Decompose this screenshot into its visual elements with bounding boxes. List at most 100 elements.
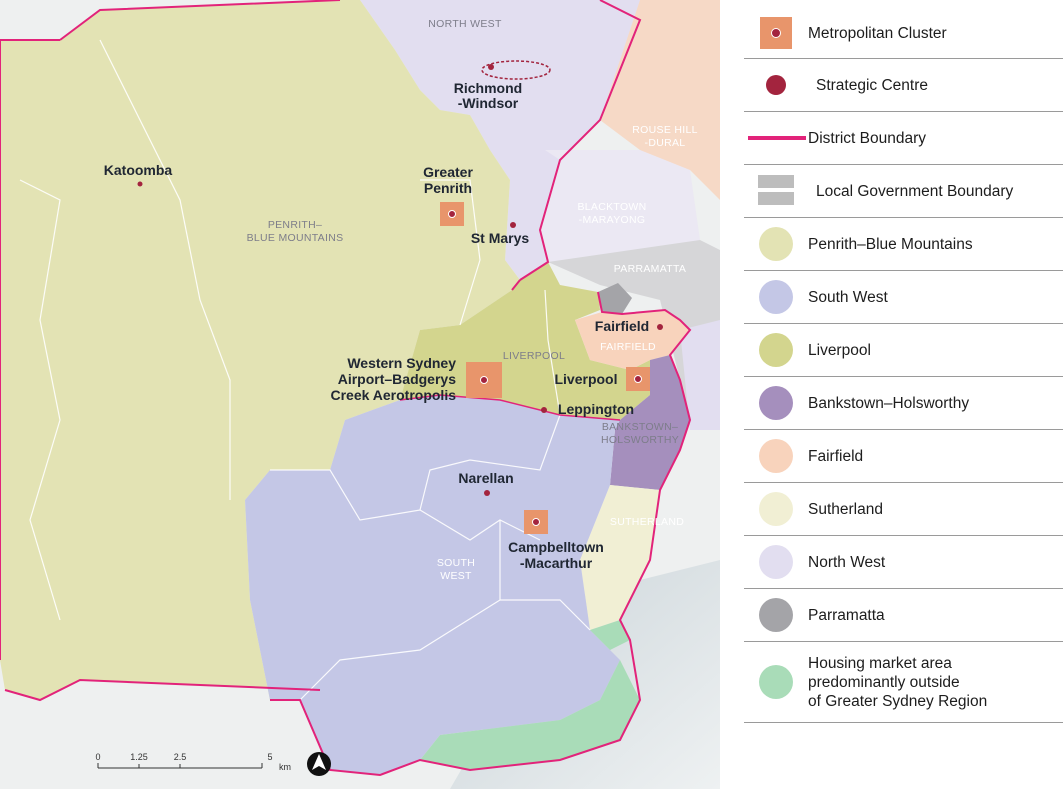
legend-label: South West bbox=[808, 288, 888, 306]
centre-dot-leppington[interactable] bbox=[541, 407, 547, 413]
legend-item-housing-market-area: Housing market area predominantly outsid… bbox=[744, 642, 1063, 723]
metro-cluster-aerotropolis[interactable] bbox=[466, 362, 502, 398]
parramatta-district bbox=[598, 283, 632, 314]
legend-label-multiline: Housing market area predominantly outsid… bbox=[808, 654, 987, 711]
scale-tick-1: 1.25 bbox=[130, 752, 148, 762]
place-label-windsor: -Windsor bbox=[458, 95, 519, 111]
swatch-circle-icon bbox=[759, 598, 793, 632]
region-label-blacktown: BLACKTOWN bbox=[577, 201, 646, 213]
place-label-katoomba: Katoomba bbox=[104, 162, 173, 178]
centre-dot-katoomba[interactable] bbox=[137, 181, 143, 187]
housing-market-area bbox=[420, 660, 640, 770]
legend-label-line: predominantly outside bbox=[808, 673, 960, 691]
legend-label: Liverpool bbox=[808, 341, 871, 359]
blacktown-area bbox=[540, 150, 700, 265]
region-label-rouse-hill: ROUSE HILL bbox=[632, 124, 697, 136]
centre-dot-fairfield[interactable] bbox=[657, 324, 663, 330]
south-west-district bbox=[245, 395, 620, 775]
rouse-hill-area bbox=[600, 0, 720, 200]
legend-label: Parramatta bbox=[808, 606, 885, 624]
district-map[interactable]: NORTH WEST ROUSE HILL -DURAL BLACKTOWN -… bbox=[0, 0, 720, 789]
region-label-liverpool: LIVERPOOL bbox=[503, 350, 565, 362]
region-label-bankstown: BANKSTOWN– bbox=[602, 421, 678, 433]
place-label-western-sydney: Western Sydney bbox=[347, 355, 456, 371]
region-label-blacktown-2: -MARAYONG bbox=[579, 214, 646, 226]
penrith-blue-mountains-district bbox=[0, 0, 520, 700]
legend-label: Local Government Boundary bbox=[816, 182, 1014, 200]
east-area bbox=[680, 320, 720, 430]
region-label-penrith: PENRITH– bbox=[268, 219, 322, 231]
scale-tick-3: 5 bbox=[267, 752, 272, 762]
swatch-circle-icon bbox=[759, 227, 793, 261]
legend-label-line: of Greater Sydney Region bbox=[808, 692, 988, 710]
place-label-airport-badgerys: Airport–Badgerys bbox=[338, 371, 456, 387]
district-boundary-line-icon bbox=[748, 136, 806, 140]
place-label-narellan: Narellan bbox=[458, 470, 513, 486]
metro-cluster-campbelltown[interactable] bbox=[524, 510, 548, 534]
legend-label: Metropolitan Cluster bbox=[808, 24, 947, 42]
swatch-circle-icon bbox=[759, 280, 793, 314]
map-legend: Metropolitan Cluster Strategic Centre Di… bbox=[744, 8, 1063, 723]
centre-dot-narellan[interactable] bbox=[484, 490, 490, 496]
legend-label: Penrith–Blue Mountains bbox=[808, 235, 973, 253]
place-label-macarthur: -Macarthur bbox=[520, 555, 593, 571]
legend-item-penrith-blue-mountains: Penrith–Blue Mountains bbox=[744, 218, 1063, 271]
scale-tick-0: 0 bbox=[95, 752, 100, 762]
region-label-south-west: SOUTH bbox=[437, 557, 475, 569]
legend-item-metropolitan-cluster: Metropolitan Cluster bbox=[744, 8, 1063, 59]
legend-item-strategic-centre: Strategic Centre bbox=[744, 59, 1063, 112]
scale-unit: km bbox=[279, 762, 291, 772]
metro-cluster-penrith[interactable] bbox=[440, 202, 464, 226]
legend-label: North West bbox=[808, 553, 886, 571]
swatch-circle-icon bbox=[759, 665, 793, 699]
legend-item-south-west: South West bbox=[744, 271, 1063, 324]
legend-label: Fairfield bbox=[808, 447, 864, 465]
swatch-circle-icon bbox=[759, 386, 793, 420]
place-label-creek-aerotropolis: Creek Aerotropolis bbox=[330, 387, 456, 403]
strategic-centre-dot-icon bbox=[766, 75, 786, 95]
legend-item-liverpool: Liverpool bbox=[744, 324, 1063, 377]
region-label-rouse-hill-2: -DURAL bbox=[645, 137, 686, 149]
legend-item-parramatta: Parramatta bbox=[744, 589, 1063, 642]
parramatta-outer bbox=[548, 240, 720, 420]
legend-label-line: Housing market area bbox=[808, 654, 952, 672]
centre-dot-st-marys[interactable] bbox=[510, 222, 516, 228]
legend-label: District Boundary bbox=[808, 129, 927, 147]
housing-market-area-2 bbox=[590, 620, 630, 650]
swatch-circle-icon bbox=[759, 333, 793, 367]
region-label-parramatta: PARRAMATTA bbox=[614, 263, 686, 275]
legend-item-lga-boundary: Local Government Boundary bbox=[744, 165, 1063, 218]
region-label-south-west-2: WEST bbox=[440, 570, 472, 582]
region-label-north-west: NORTH WEST bbox=[428, 18, 502, 30]
lga-boundary-icon bbox=[744, 171, 808, 211]
place-label-leppington: Leppington bbox=[558, 401, 634, 417]
scale-tick-2: 2.5 bbox=[174, 752, 187, 762]
place-label-penrith: Penrith bbox=[424, 180, 472, 196]
legend-item-district-boundary: District Boundary bbox=[744, 112, 1063, 165]
legend-item-north-west: North West bbox=[744, 536, 1063, 589]
legend-label: Bankstown–Holsworthy bbox=[808, 394, 970, 412]
place-label-campbelltown: Campbelltown bbox=[508, 539, 604, 555]
region-label-sutherland: SUTHERLAND bbox=[610, 516, 684, 528]
lga-boundaries bbox=[19, 39, 591, 701]
legend-item-sutherland: Sutherland bbox=[744, 483, 1063, 536]
sutherland-district bbox=[580, 485, 660, 630]
legend-item-bankstown-holsworthy: Bankstown–Holsworthy bbox=[744, 377, 1063, 430]
legend-label: Sutherland bbox=[808, 500, 883, 518]
centre-dot-richmond[interactable] bbox=[488, 64, 494, 70]
bankstown-holsworthy-district bbox=[610, 355, 690, 490]
swatch-circle-icon bbox=[759, 545, 793, 579]
north-arrow-icon bbox=[307, 752, 331, 776]
place-label-liverpool: Liverpool bbox=[554, 371, 617, 387]
region-label-bankstown-2: HOLSWORTHY bbox=[601, 434, 679, 446]
north-west-district bbox=[360, 0, 640, 280]
district-boundary-line bbox=[0, 0, 692, 777]
place-label-fairfield: Fairfield bbox=[595, 318, 649, 334]
place-label-richmond: Richmond bbox=[454, 80, 522, 96]
region-label-fairfield: FAIRFIELD bbox=[600, 341, 656, 353]
swatch-circle-icon bbox=[759, 492, 793, 526]
metro-cluster-liverpool[interactable] bbox=[626, 367, 650, 391]
legend-label: Strategic Centre bbox=[816, 76, 928, 94]
place-label-st-marys: St Marys bbox=[471, 230, 530, 246]
richmond-windsor-outline bbox=[481, 60, 551, 80]
